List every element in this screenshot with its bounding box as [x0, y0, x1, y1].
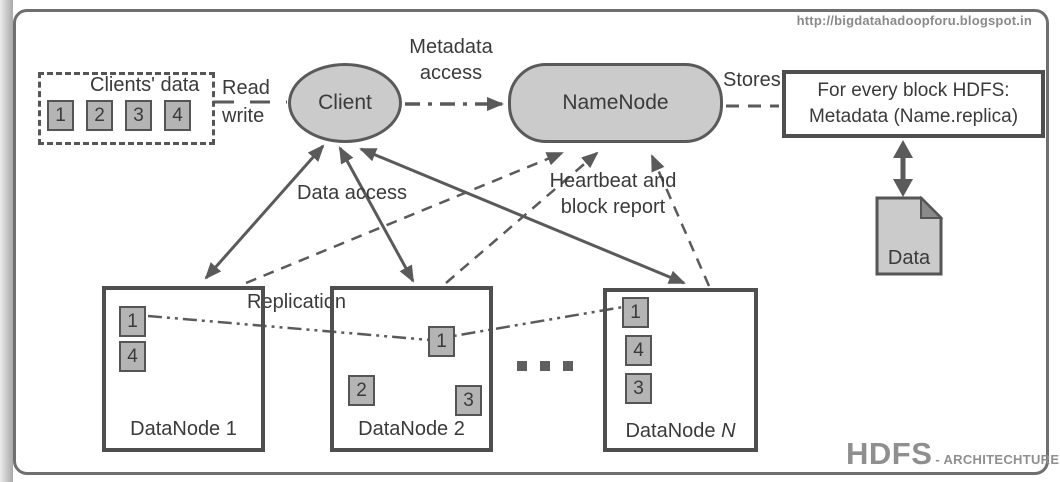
metadata-data-arrowhead-up	[893, 140, 913, 158]
metadata-access-label-line1: Metadata	[409, 36, 493, 58]
clients-data-label: Clients' data	[90, 74, 200, 96]
stores-label: Stores	[723, 69, 781, 91]
datanode2-block-1: 1	[428, 326, 455, 357]
source-url: http://bigdatahadoopforu.blogspot.in	[796, 13, 1032, 28]
more-datanodes-ellipsis-icon	[517, 361, 573, 371]
replication-label: Replication	[247, 291, 346, 313]
metadata-box: For every block HDFS: Metadata (Name.rep…	[782, 70, 1045, 138]
datanode-n-block-4: 4	[625, 335, 652, 366]
client-block-4: 4	[164, 100, 191, 131]
client-node-label: Client	[318, 91, 372, 114]
client-block-1: 1	[47, 100, 74, 131]
datanode1-label: DataNode 1	[130, 418, 237, 440]
clients-data-box	[38, 72, 215, 145]
heartbeat-label-line1: Heartbeat and	[549, 170, 677, 192]
datanode1-box	[102, 286, 265, 452]
metadata-data-arrowhead-down	[893, 179, 913, 197]
data-access-arrow-datanode1	[204, 144, 325, 280]
datanode-n-block-1: 1	[622, 297, 649, 328]
namenode-node: NameNode	[508, 63, 723, 143]
datanode2-box	[330, 286, 493, 452]
write-label: write	[222, 105, 265, 127]
namenode-node-label: NameNode	[562, 91, 669, 114]
watermark-subtitle: - ARCHITECHTURE	[935, 452, 1060, 467]
data-access-label: Data access	[297, 182, 408, 204]
datanode-n-block-3: 3	[625, 373, 652, 404]
heartbeat-arrow-datanode2	[445, 151, 599, 284]
page-edge-shadow	[0, 0, 13, 482]
datanode-n-label: DataNode N	[625, 420, 736, 442]
watermark-title: HDFS	[846, 436, 933, 471]
heartbeat-label-line2: block report	[560, 196, 666, 218]
datanode1-block-4: 4	[119, 341, 146, 372]
data-access-arrow-datanode2	[338, 146, 415, 283]
metadata-access-label-line2: access	[419, 62, 483, 84]
watermark: HDFS - ARCHITECHTURE	[846, 436, 1059, 472]
datanode-n-box	[603, 288, 758, 452]
datanode2-block-2: 2	[348, 375, 375, 406]
datanode1-block-1: 1	[119, 306, 146, 337]
heartbeat-arrow-datanode-n	[650, 154, 711, 287]
metadata-box-line2: Metadata (Name.replica)	[808, 106, 1019, 127]
data-file-fold-icon	[920, 195, 944, 219]
data-file-label: Data	[887, 247, 931, 269]
client-node: Client	[288, 63, 402, 143]
client-block-3: 3	[125, 100, 152, 131]
diagram-frame	[13, 9, 1049, 475]
read-label: Read	[222, 77, 270, 99]
metadata-box-line1: For every block HDFS:	[817, 80, 1010, 101]
datanode2-block-3: 3	[455, 385, 482, 416]
datanode2-label: DataNode 2	[358, 418, 465, 440]
client-block-2: 2	[86, 100, 113, 131]
